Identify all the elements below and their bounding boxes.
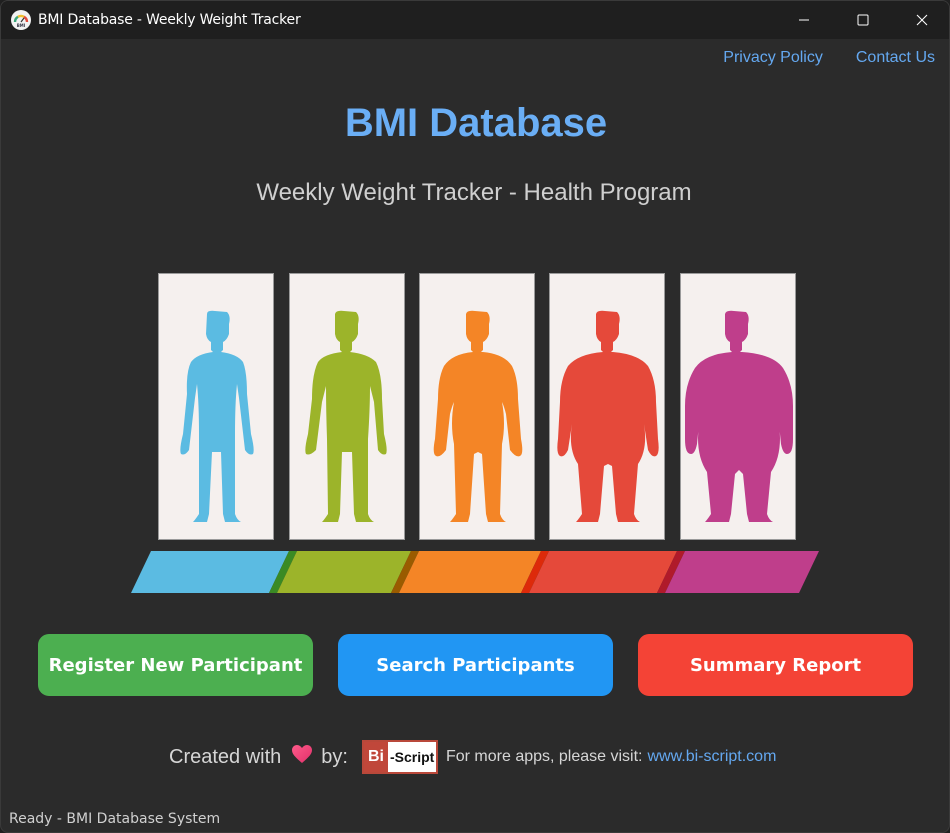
more-apps-text: For more apps, please visit: (445, 748, 643, 765)
title-bar[interactable]: BMI BMI Database - Weekly Weight Tracker (1, 1, 949, 39)
bmi-illustration (131, 273, 821, 595)
close-button[interactable] (892, 1, 949, 39)
close-icon (916, 14, 927, 26)
bi-script-logo[interactable]: Bi -Script (361, 740, 438, 774)
bmi-panel-overweight (419, 273, 535, 540)
body-silhouette-normal-icon (305, 310, 387, 522)
maximize-icon (857, 14, 868, 26)
created-with-label: Created with (169, 745, 282, 768)
heart-icon (291, 744, 313, 770)
body-silhouette-overweight-icon (433, 310, 523, 522)
top-links: Privacy Policy Contact Us (723, 49, 935, 67)
window-title: BMI Database - Weekly Weight Tracker (38, 12, 301, 28)
minimize-button[interactable] (774, 1, 833, 39)
body-silhouette-extremely-obese-icon (685, 310, 793, 522)
window-controls (774, 1, 949, 39)
footer: Created with by: Bi -Script For more app… (169, 739, 776, 775)
bi-script-website-link[interactable]: www.bi-script.com (647, 748, 777, 765)
svg-text:BMI: BMI (17, 23, 26, 28)
bmi-color-scale (131, 551, 819, 593)
logo-bi-text: Bi (363, 742, 388, 772)
page-subtitle: Weekly Weight Tracker - Health Program (256, 179, 692, 206)
body-silhouette-obese-icon (557, 310, 659, 522)
privacy-policy-link[interactable]: Privacy Policy (723, 49, 823, 66)
bmi-panel-obese (549, 273, 665, 540)
page-title: BMI Database (344, 101, 608, 145)
body-silhouette-underweight-icon (180, 310, 254, 522)
contact-us-link[interactable]: Contact Us (855, 49, 935, 66)
by-label: by: (321, 745, 348, 768)
bmi-gauge-icon: BMI (11, 10, 31, 30)
search-participants-button[interactable]: Search Participants (338, 634, 613, 696)
summary-report-button[interactable]: Summary Report (638, 634, 913, 696)
bmi-panel-extremely-obese (680, 273, 796, 540)
bmi-panel-underweight (158, 273, 274, 540)
status-bar: Ready - BMI Database System (9, 811, 221, 827)
maximize-button[interactable] (833, 1, 892, 39)
bmi-panel-normal (289, 273, 405, 540)
created-with-text: Created with by: (169, 744, 348, 770)
minimize-icon (798, 19, 809, 21)
logo-script-text: -Script (389, 749, 435, 765)
register-participant-button[interactable]: Register New Participant (38, 634, 313, 696)
